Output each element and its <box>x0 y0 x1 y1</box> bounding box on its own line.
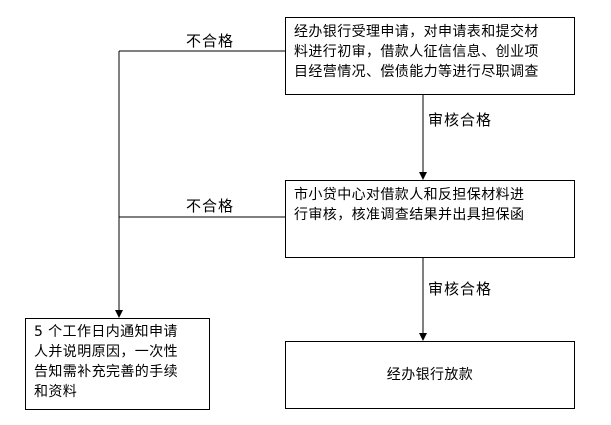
notify-applicant-line-1: 5 个工作日内通知申请 <box>34 324 178 340</box>
center-review-box: 市小贷中心对借款人和反担保材料进 行审核，核准调查结果并出具担保函 <box>285 180 575 258</box>
bank-accept-line-3: 目经营情况、偿债能力等进行尽职调查 <box>294 64 539 80</box>
center-review-line-1: 市小贷中心对借款人和反担保材料进 <box>294 187 525 203</box>
bank-loan-box: 经办银行放款 <box>285 341 575 409</box>
notify-applicant-box: 5 个工作日内通知申请 人并说明原因，一次性 告知需补充完善的手续 和资料 <box>25 318 210 410</box>
notify-applicant-line-3: 告知需补充完善的手续 <box>34 364 178 380</box>
notify-applicant-line-2: 人并说明原因，一次性 <box>34 344 178 360</box>
bank-accept-line-1: 经办银行受理申请，对申请表和提交材 <box>294 24 539 40</box>
edge-label-reject-1: 不合格 <box>186 32 235 50</box>
edge-label-pass-1: 审核合格 <box>428 111 493 129</box>
bank-accept-line-2: 料进行初审，借款人征信信息、创业项 <box>294 44 539 60</box>
bank-loan-line-1: 经办银行放款 <box>386 367 474 383</box>
center-review-line-2: 行审核，核准调查结果并出具担保函 <box>294 207 525 223</box>
edge-label-pass-2: 审核合格 <box>428 280 493 298</box>
notify-applicant-line-4: 和资料 <box>34 384 78 400</box>
edge-label-reject-2: 不合格 <box>186 197 235 215</box>
bank-accept-box: 经办银行受理申请，对申请表和提交材 料进行初审，借款人征信信息、创业项 目经营情… <box>285 17 575 95</box>
